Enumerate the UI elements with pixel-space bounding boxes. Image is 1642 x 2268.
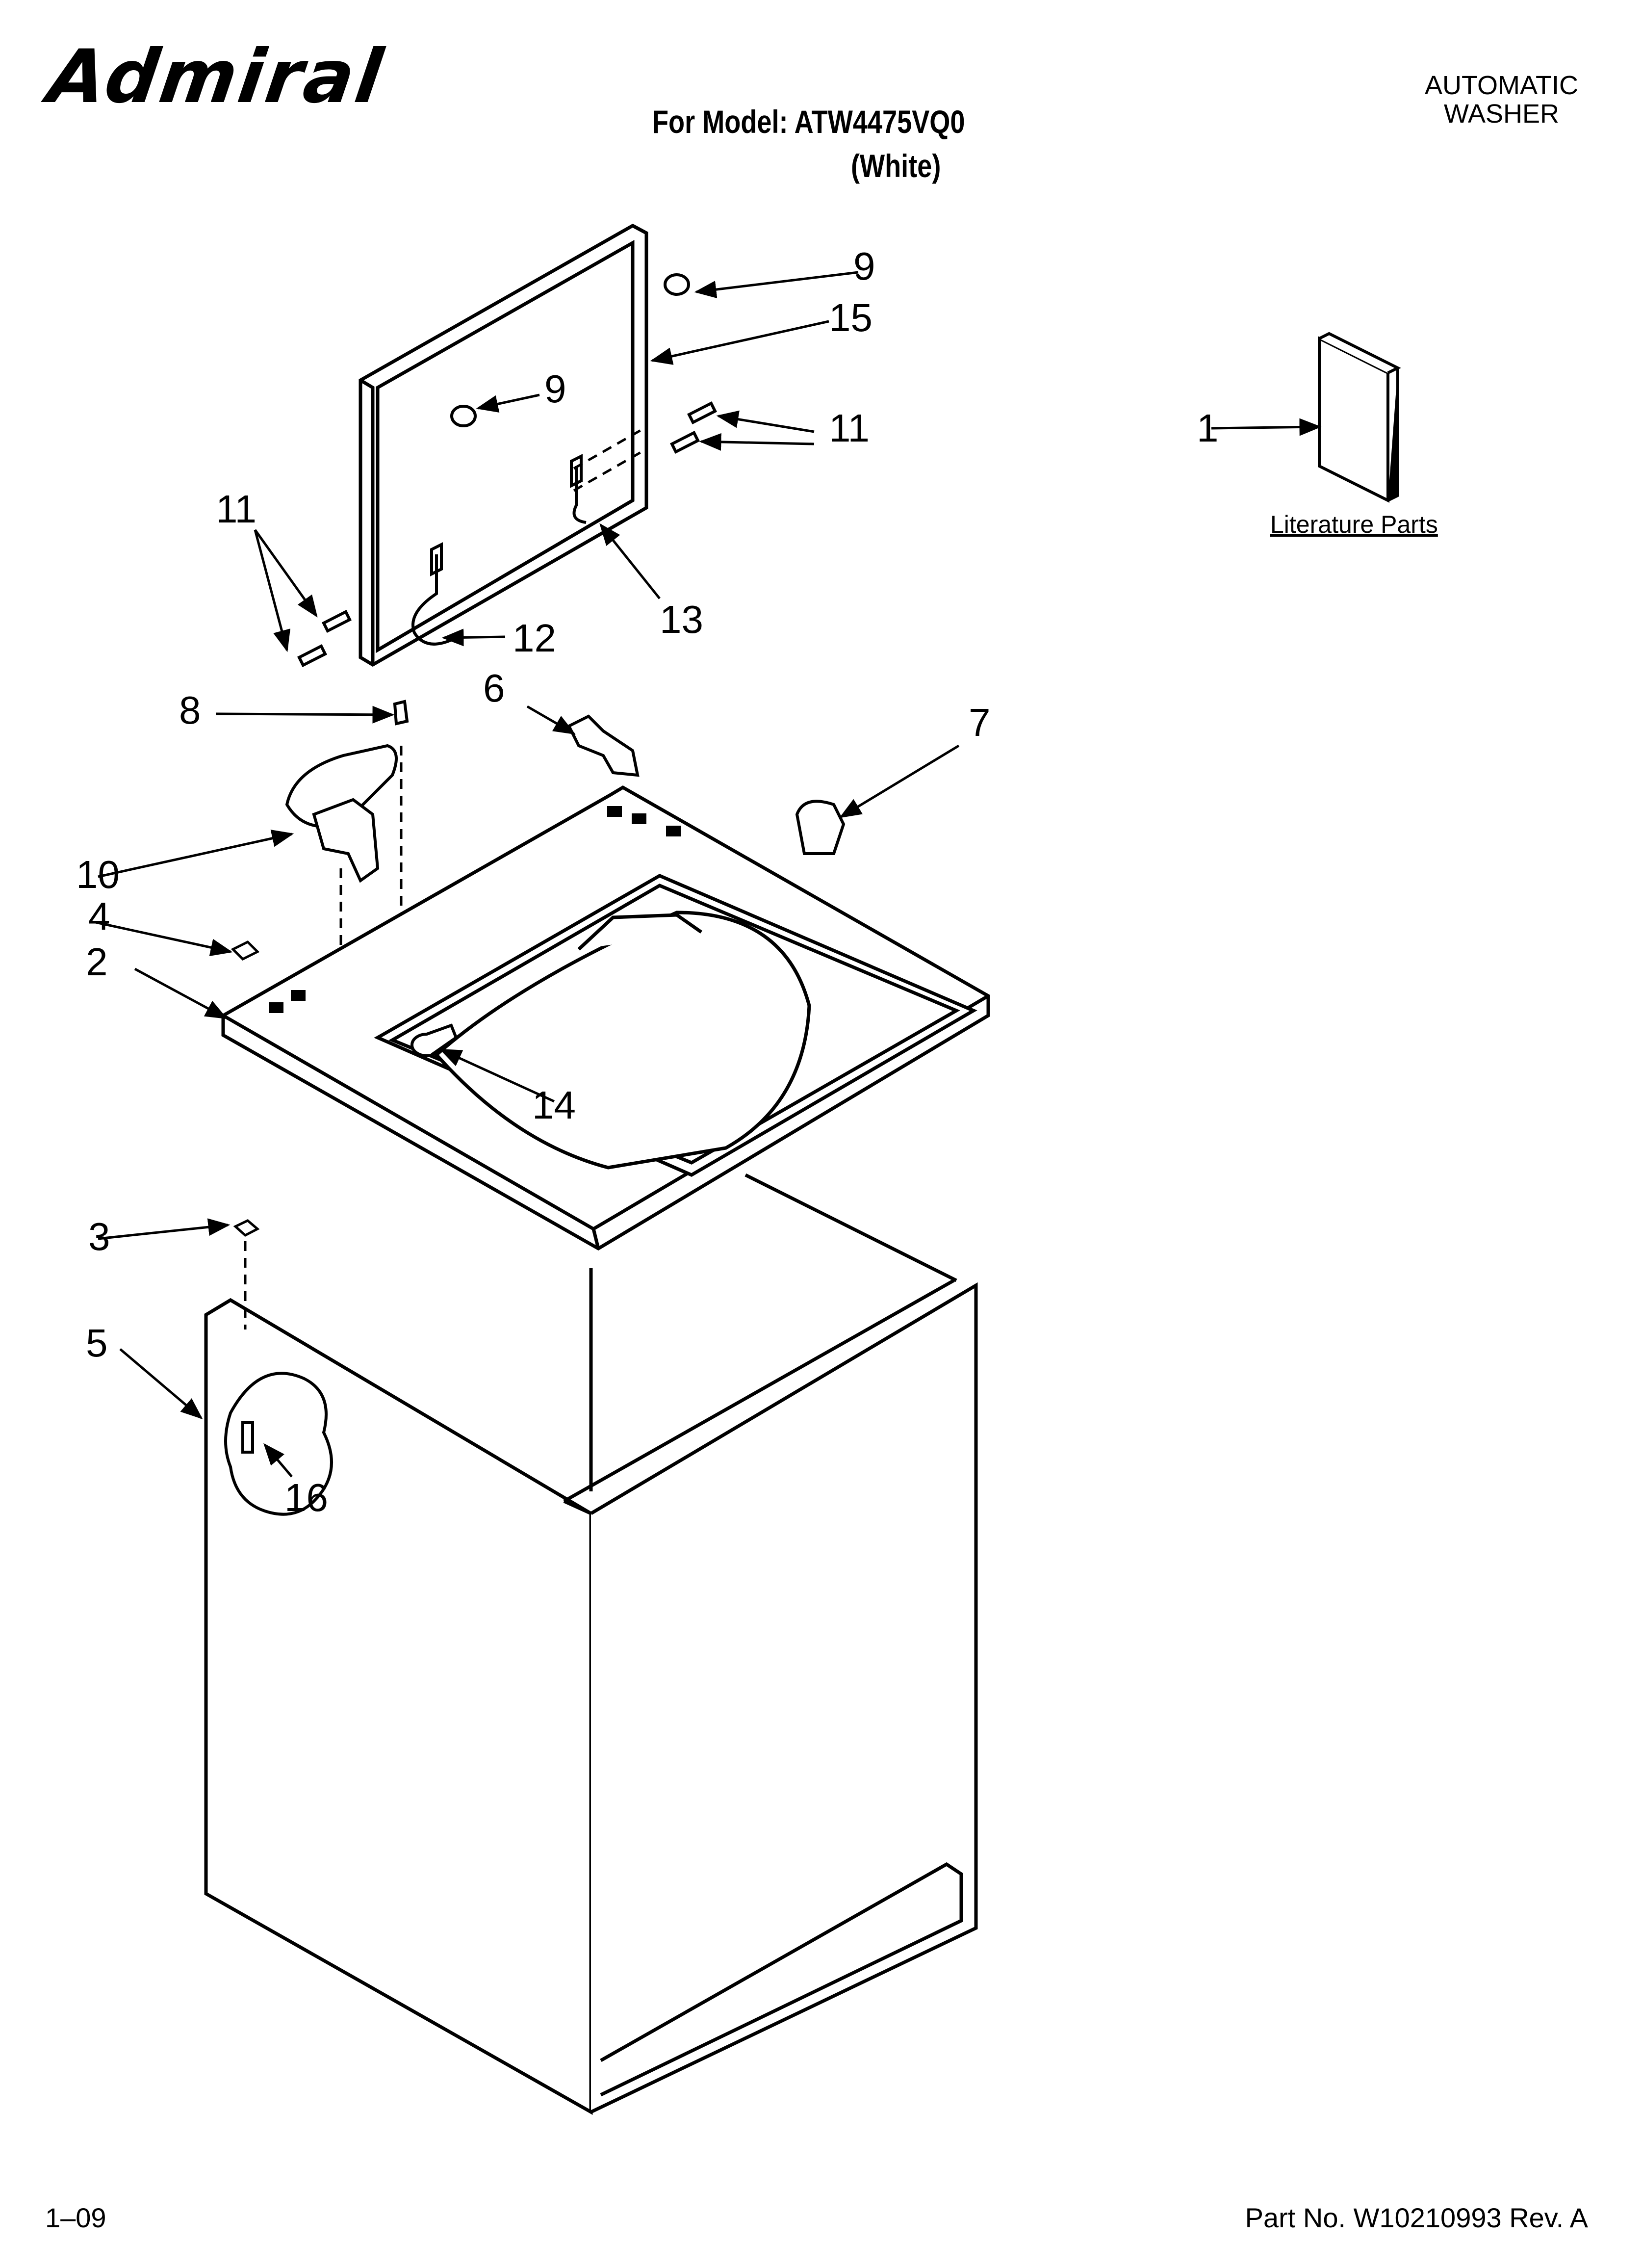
appliance-type-line2: WASHER [1443,99,1559,129]
callout-4: 4 [88,894,110,938]
callout-14: 14 [532,1083,576,1127]
callout-10: 10 [76,853,120,896]
callout-13: 13 [660,598,703,641]
callout-8: 8 [179,688,201,732]
callout-2: 2 [86,940,108,984]
lid-bumpers [450,273,690,427]
lid-switch-assembly [285,700,409,883]
hose-nozzle [410,1023,458,1057]
literature-parts-label: Literature Parts [1270,511,1438,538]
lid [359,224,648,667]
appliance-type: AUTOMATIC WASHER [1425,71,1578,128]
cabinet [204,1173,978,2115]
top-panel-slots [269,806,681,1013]
hinge-screws [297,401,718,668]
callout-15: 15 [829,296,872,339]
callout-7: 7 [969,701,991,744]
callout-12: 12 [513,616,556,660]
top-panel [221,785,990,1251]
callout-9a: 9 [853,244,875,288]
callout-11a: 11 [829,406,870,450]
callout-16: 16 [284,1476,328,1519]
model-color: (White) [851,148,941,184]
callout-1: 1 [1197,406,1219,450]
lid-switch-wire [573,428,643,492]
lid-strike-clip [566,714,640,777]
lid-hinge-left [411,542,457,646]
revision-date: 1–09 [45,2202,106,2233]
callout-5: 5 [86,1321,108,1365]
callout-6: 6 [483,666,505,710]
part-number: Part No. W10210993 Rev. A [1245,2202,1588,2233]
model-title: For Model: ATW4475VQ0 [652,104,965,140]
switch-alignment-lines [339,746,403,1025]
callout-9b: 9 [544,367,566,411]
lid-hinge-right [570,454,587,524]
bleach-cap [795,800,846,855]
appliance-type-line1: AUTOMATIC [1424,71,1578,100]
callout-numbers: 1 2 3 4 5 6 7 8 9 9 10 11 11 12 13 14 15… [76,244,1219,1519]
callout-leaders [95,271,1322,1478]
cabinet-clip [233,1219,260,1237]
spring-clip [231,940,260,961]
literature-book [1318,332,1401,503]
callout-11b: 11 [216,487,257,531]
callout-3: 3 [88,1215,110,1258]
